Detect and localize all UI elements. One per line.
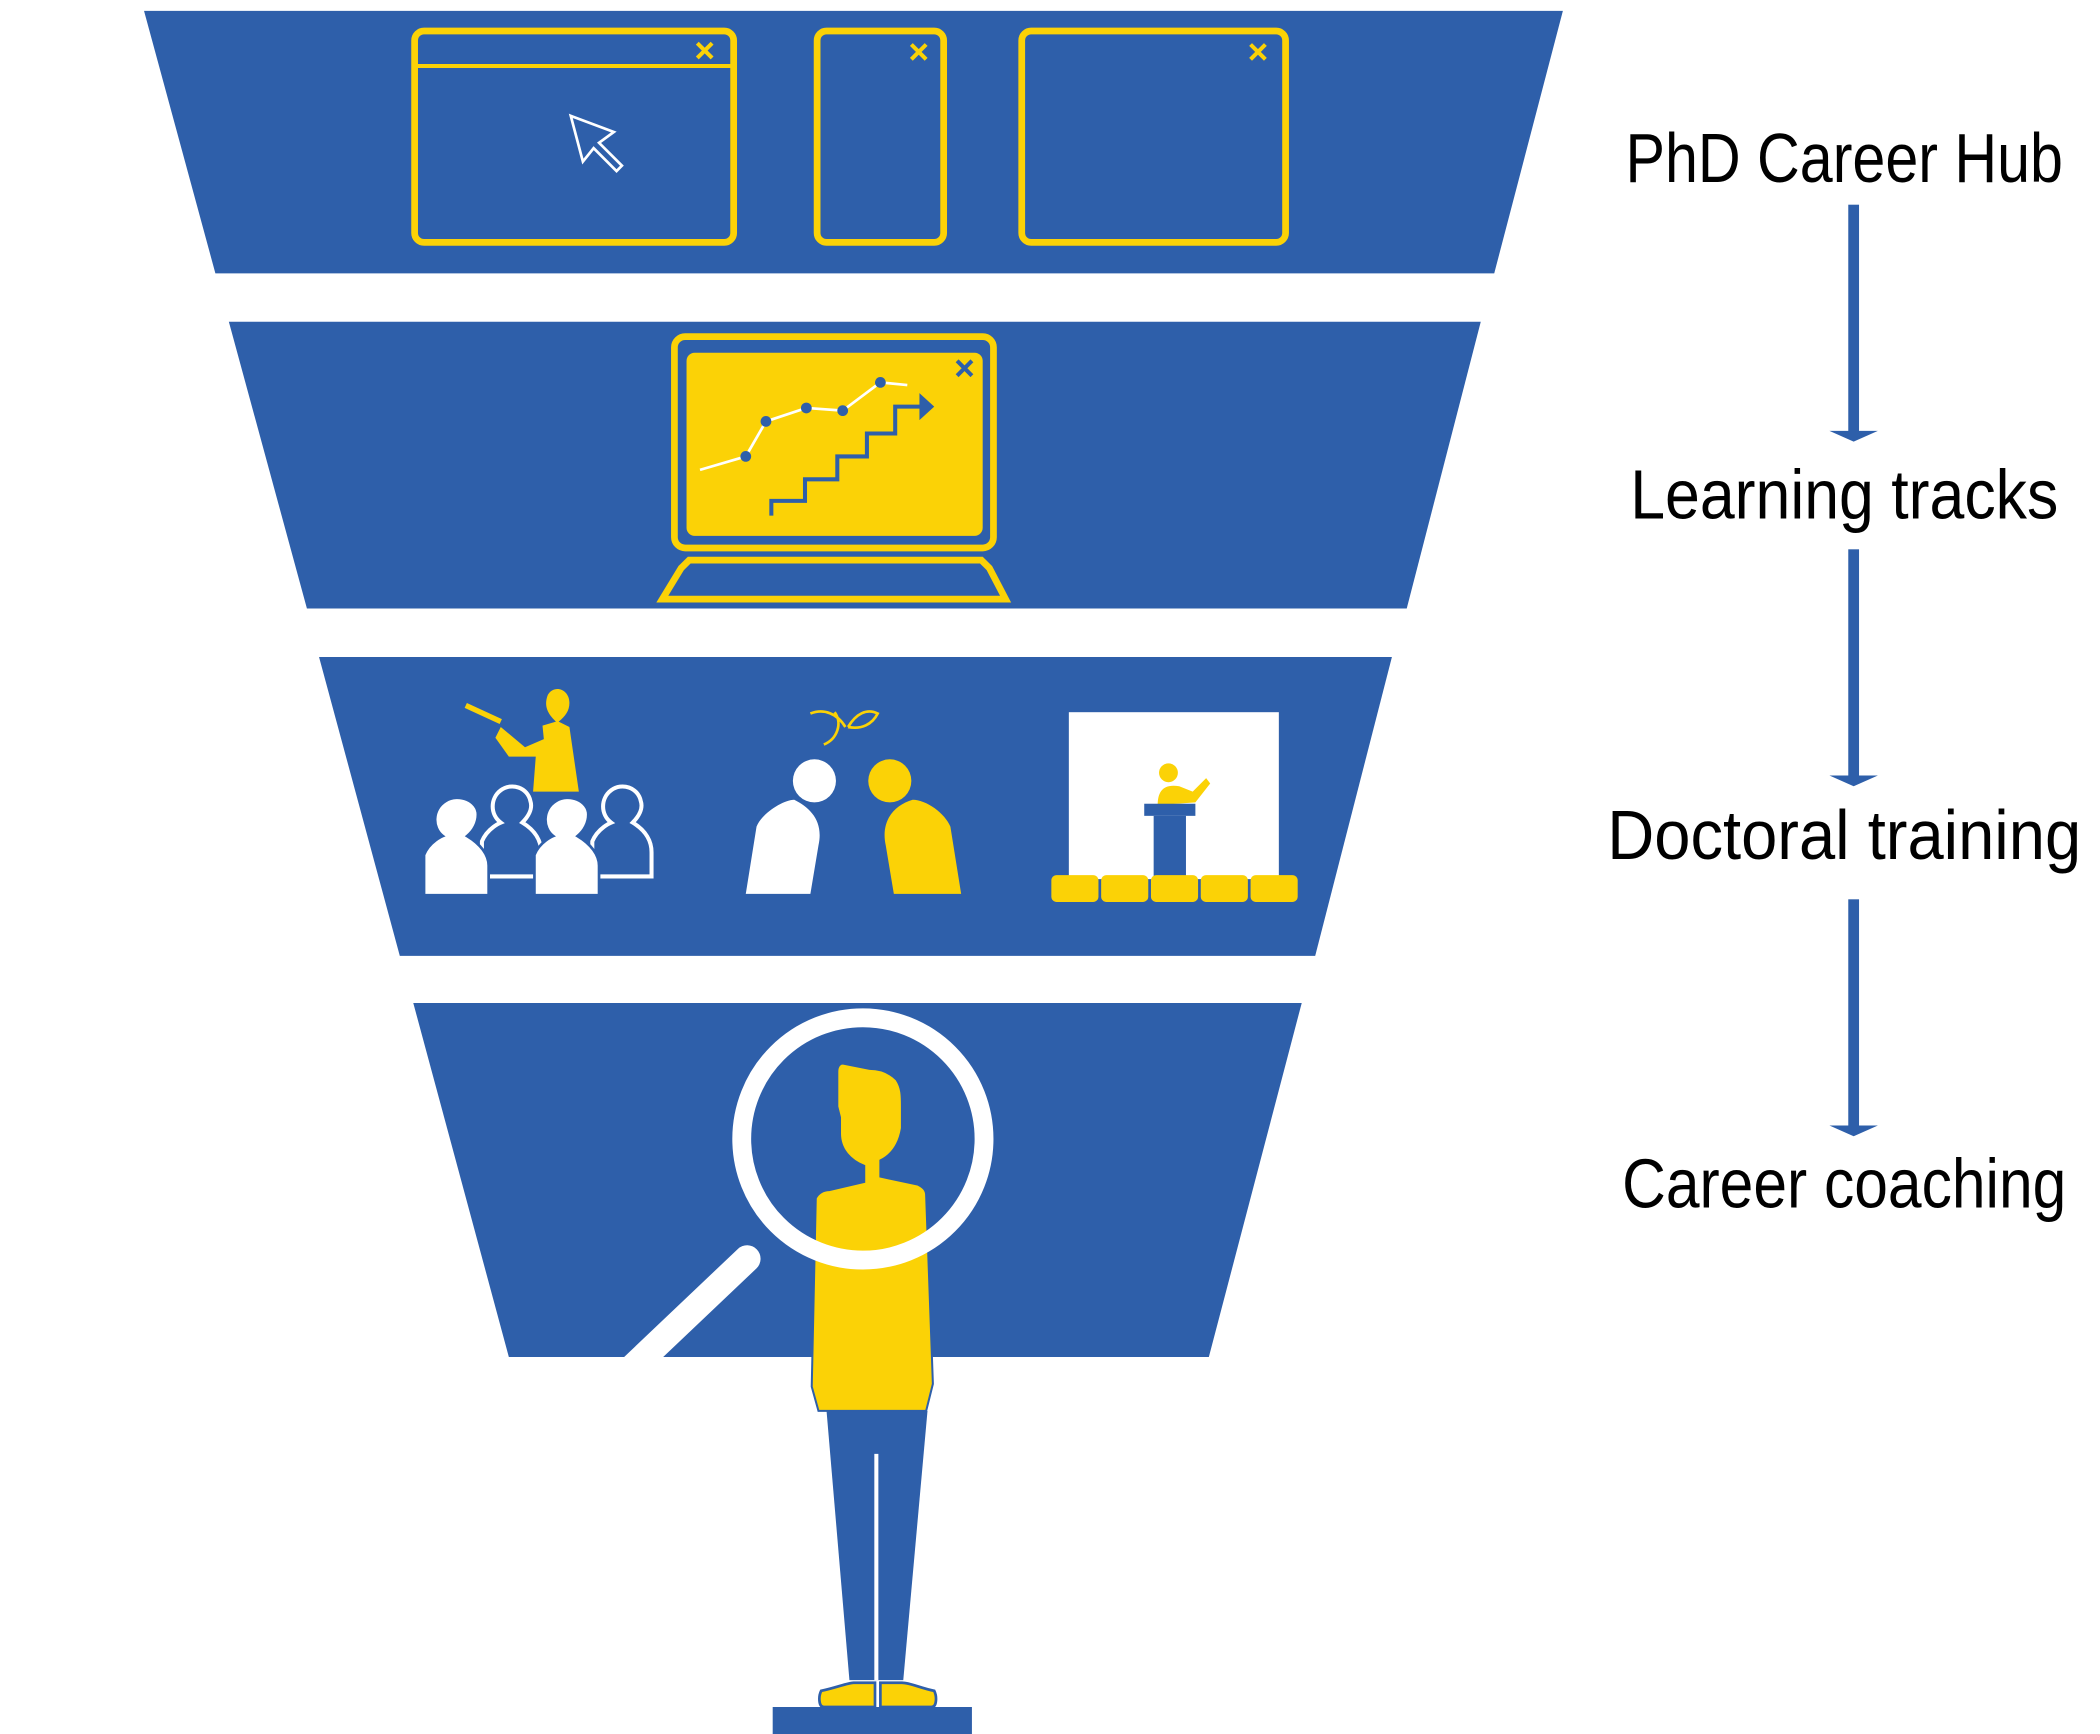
level-label-doctoral-training: Doctoral training — [1607, 796, 2081, 874]
funnel-band-1 — [144, 10, 1563, 274]
laptop-chart-icon — [656, 333, 1012, 603]
training-groups-icon — [422, 688, 1298, 902]
teacher-icon — [464, 688, 579, 792]
funnel-band-4 — [413, 1002, 1302, 1357]
arrow-down-icon — [1829, 204, 1878, 442]
lecture-hall-icon — [1051, 712, 1298, 902]
browser-windows-icon — [411, 27, 1289, 246]
person-magnifier-icon — [599, 1008, 994, 1734]
arrow-down-icon — [1829, 549, 1878, 787]
level-label-learning-tracks: Learning tracks — [1630, 455, 2058, 533]
arrow-down-icon — [1829, 899, 1878, 1137]
level-label-career-coaching: Career coaching — [1622, 1145, 2066, 1223]
mentoring-pair-icon — [745, 710, 962, 894]
level-label-phd-career-hub: PhD Career Hub — [1625, 119, 2063, 197]
